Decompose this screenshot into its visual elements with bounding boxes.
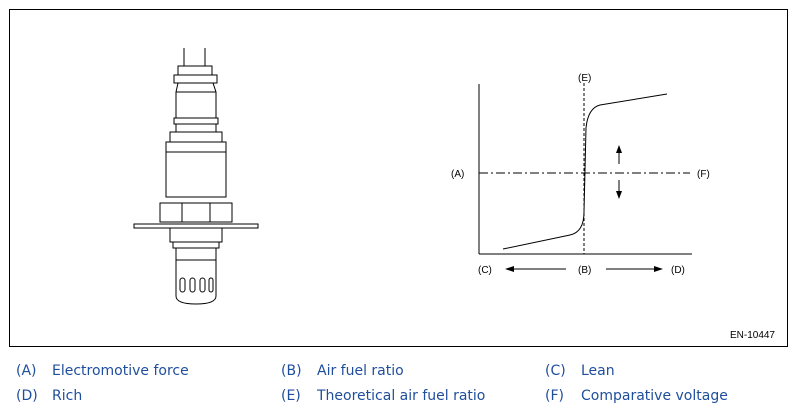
sensor-main-body [165,141,227,198]
legend: (A) Electromotive force (B) Air fuel ratio… [0,356,796,414]
legend-text: Air fuel ratio [317,363,404,379]
output-graph [478,83,692,272]
sensor-ring-3 [169,131,223,143]
figure-code: EN-10447 [729,330,775,341]
sensor-top-cap [177,65,213,76]
legend-key: (A) [16,363,37,379]
legend-key: (F) [545,388,564,404]
label-b: (B) [578,265,591,276]
label-d: (D) [671,265,685,276]
legend-item-d: (D) Rich [16,388,82,404]
sensor-upper-body [175,82,217,119]
legend-item-b: (B) Air fuel ratio [281,363,404,379]
legend-text: Electromotive force [52,363,189,379]
legend-key: (B) [281,363,302,379]
legend-item-e: (E) Theoretical air fuel ratio [281,388,485,404]
sensor-vent-slot-1 [179,277,186,293]
sensor-ring-1 [173,117,219,125]
label-a: (A) [451,169,464,180]
sensor-ring-2 [175,123,217,133]
sensor-top-collar [173,74,218,84]
legend-key: (E) [281,388,301,404]
figure-frame: EN-10447 [9,9,788,347]
legend-text: Rich [52,388,83,404]
sensor-vent-slot-3 [199,277,206,293]
legend-text: Lean [581,363,615,379]
sensor-vent-slot-4 [208,277,214,293]
legend-key: (C) [545,363,566,379]
label-c: (C) [478,265,492,276]
sensor-hex-nut [159,202,233,223]
sensor-gasket [133,223,259,229]
legend-text: Comparative voltage [581,388,728,404]
oxygen-sensor-illustration [133,48,259,305]
sensor-thread-lower [172,241,220,249]
legend-key: (D) [16,388,38,404]
legend-item-a: (A) Electromotive force [16,363,189,379]
label-e: (E) [578,73,591,84]
sensor-output-curve [502,93,668,250]
sensor-vent-slot-2 [189,277,196,293]
legend-text: Theoretical air fuel ratio [317,388,486,404]
label-f: (F) [697,169,710,180]
sensor-thread [169,227,223,243]
legend-item-f: (F) Comparative voltage [545,388,728,404]
legend-item-c: (C) Lean [545,363,615,379]
sensor-protective-tube [175,247,217,305]
diagram: (E) (A) (F) (C) (B) (D) [133,48,710,305]
